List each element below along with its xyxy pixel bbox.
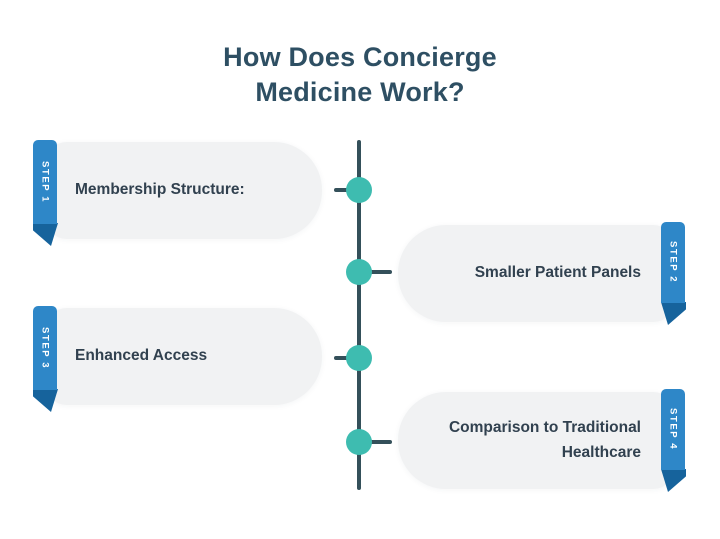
step-4-connector <box>368 440 392 444</box>
step-2-connector <box>368 270 392 274</box>
step-4-text: Comparison to Traditional Healthcare <box>448 419 641 461</box>
step-3-ribbon: STEP 3 <box>33 306 57 390</box>
timeline-node-1 <box>346 177 372 203</box>
page-title: How Does Concierge Medicine Work? <box>0 40 720 110</box>
step-4-label: STEP 4 <box>667 408 679 451</box>
timeline-node-4 <box>346 429 372 455</box>
step-2-label: STEP 2 <box>667 241 679 284</box>
step-2-ribbon-fold <box>661 302 686 325</box>
step-3-ribbon-fold <box>33 389 58 412</box>
page-title-line-2: Medicine Work? <box>255 77 465 108</box>
step-2-card: Smaller Patient Panels <box>398 225 675 322</box>
step-1-text: Membership Structure: <box>75 181 245 199</box>
page-title-line-1: How Does Concierge <box>223 42 497 72</box>
step-2-ribbon: STEP 2 <box>661 222 685 303</box>
timeline-node-3 <box>346 345 372 371</box>
step-4-card: Comparison to Traditional Healthcare <box>398 392 675 489</box>
step-3-label: STEP 3 <box>39 326 51 370</box>
step-1-ribbon-fold <box>33 223 58 246</box>
step-4-ribbon-fold <box>661 469 686 492</box>
step-1-card: Membership Structure: <box>45 142 322 239</box>
step-2-text: Smaller Patient Panels <box>474 264 641 282</box>
timeline-line <box>357 140 361 490</box>
step-4-ribbon: STEP 4 <box>661 389 685 470</box>
step-1-ribbon: STEP 1 <box>33 140 57 224</box>
timeline-node-2 <box>346 259 372 285</box>
step-1-connector <box>334 188 352 192</box>
step-3-connector <box>334 356 352 360</box>
step-1-label: STEP 1 <box>39 160 51 204</box>
step-3-text: Enhanced Access <box>75 347 208 365</box>
step-3-card: Enhanced Access <box>45 308 322 405</box>
